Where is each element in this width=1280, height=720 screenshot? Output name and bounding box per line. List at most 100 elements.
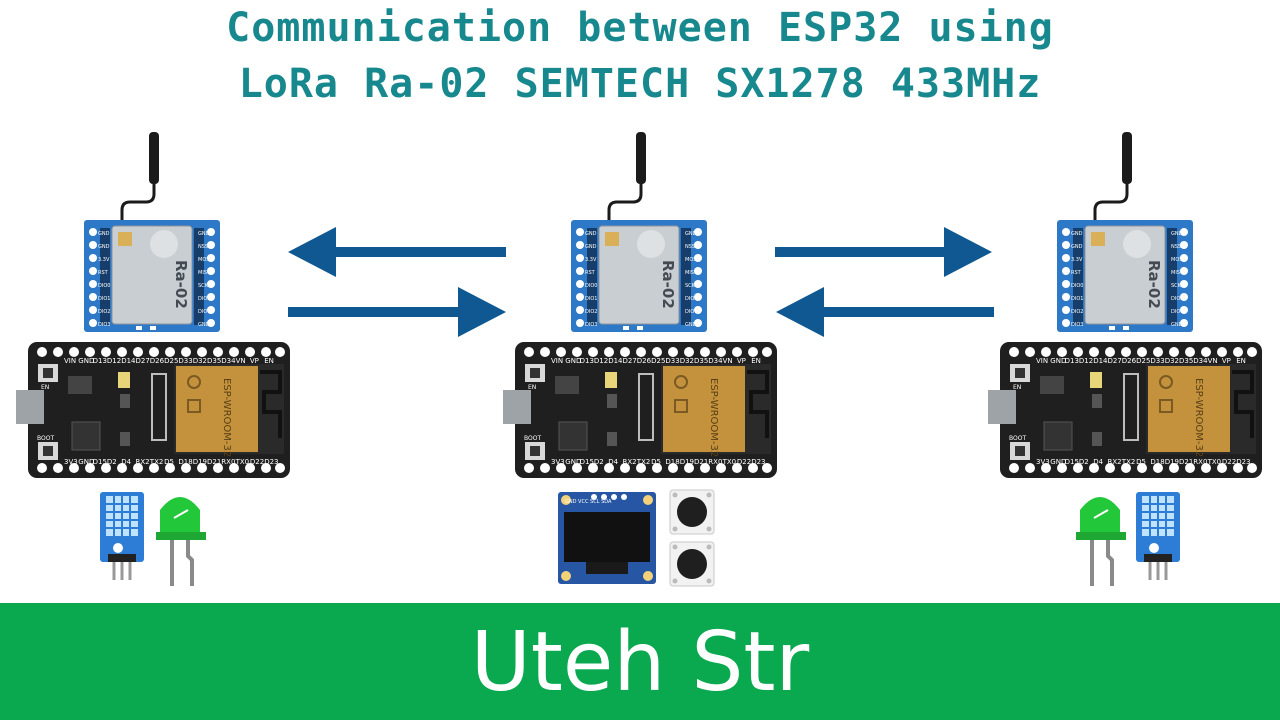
esp32-pin-label: D13 bbox=[93, 357, 107, 365]
esp32-pin-label: VP bbox=[737, 357, 746, 365]
esp32-en-label: EN bbox=[41, 384, 49, 391]
lora-pin-label: RST bbox=[585, 270, 596, 276]
lora-pin-label: NSS bbox=[1171, 244, 1181, 250]
esp32-pin-label: D2 bbox=[1079, 458, 1089, 466]
oled-display bbox=[558, 492, 656, 584]
esp32-pin-label: D26 bbox=[150, 357, 165, 365]
title-line-1: Communication between ESP32 using bbox=[226, 5, 1054, 51]
dht-sensor-left bbox=[98, 490, 146, 582]
lora-pin-label: GND bbox=[198, 322, 210, 328]
esp32-pin-label: D21 bbox=[207, 458, 221, 466]
title-line-2: LoRa Ra-02 SEMTECH SX1278 433MHz bbox=[238, 61, 1042, 107]
esp32-pin-label: D14 bbox=[1093, 357, 1108, 365]
lora-pin-label: GND bbox=[1071, 231, 1083, 237]
esp32-pin-label: D5 bbox=[1136, 458, 1146, 466]
lora-pin-label: NSS bbox=[198, 244, 208, 250]
esp32-pin-label: D13 bbox=[580, 357, 594, 365]
esp32-pin-label: RX0 bbox=[708, 458, 722, 466]
esp32-pin-label: 3V3 bbox=[64, 458, 78, 466]
esp32-pin-label: D35 bbox=[1179, 357, 1193, 365]
lora-pin-label: GND bbox=[98, 231, 110, 237]
esp32-pin-label: TX2 bbox=[149, 458, 164, 466]
esp32-pin-label: D23 bbox=[264, 458, 278, 466]
esp32-pin-label: D33 bbox=[665, 357, 679, 365]
arrow-center-to-right bbox=[775, 227, 992, 277]
esp32-pin-label: GND bbox=[565, 357, 581, 365]
esp32-pin-label: RX0 bbox=[1193, 458, 1207, 466]
esp32-pin-label: D19 bbox=[1165, 458, 1179, 466]
esp32-pin-label: D15 bbox=[1065, 458, 1079, 466]
esp32-pin-label: D25 bbox=[651, 357, 665, 365]
esp32-pin-label: RX2 bbox=[623, 458, 637, 466]
lora-pin-label: RST bbox=[98, 270, 109, 276]
lora-pin-label: DIO3 bbox=[1071, 322, 1083, 328]
esp32-pin-label: D34 bbox=[708, 357, 723, 365]
lora-pin-label: SCK bbox=[685, 283, 696, 289]
esp32-pin-label: D27 bbox=[136, 357, 150, 365]
lora-pin-label: DIO0 bbox=[585, 283, 597, 289]
lora-pin-label: GND bbox=[585, 244, 597, 250]
lora-pin-label: GND bbox=[198, 231, 210, 237]
lora-pin-label: 3.3V bbox=[1071, 257, 1083, 263]
esp32-pin-label: VP bbox=[1222, 357, 1231, 365]
esp32-pin-label: D12 bbox=[107, 357, 121, 365]
esp32-pin-label: D32 bbox=[193, 357, 207, 365]
esp32-boot-label: BOOT bbox=[524, 435, 541, 442]
esp32-en-label: EN bbox=[528, 384, 536, 391]
esp32-pin-label: D34 bbox=[221, 357, 236, 365]
lora-pin-label: MOSI bbox=[198, 257, 211, 263]
lora-pin-label: GND bbox=[685, 322, 697, 328]
esp32-boot-label: BOOT bbox=[37, 435, 54, 442]
esp32-pin-label: D33 bbox=[178, 357, 192, 365]
esp32-pin-label: TX0 bbox=[722, 458, 737, 466]
esp32-pin-label: TX2 bbox=[1121, 458, 1136, 466]
lora-pin-label: DIO2 bbox=[585, 309, 597, 315]
esp32-pin-label: TX2 bbox=[636, 458, 651, 466]
esp32-pin-label: D22 bbox=[250, 458, 264, 466]
esp32-pin-label: GND bbox=[78, 357, 94, 365]
esp32-pin-label: EN bbox=[264, 357, 274, 365]
lora-pin-label: GND bbox=[685, 231, 697, 237]
esp32-pin-label: VN bbox=[236, 357, 246, 365]
esp32-pin-label: D23 bbox=[751, 458, 765, 466]
esp32-pin-label: EN bbox=[1236, 357, 1246, 365]
esp32-pin-label: D18 bbox=[1150, 458, 1164, 466]
esp32-pin-label: GND bbox=[78, 458, 94, 466]
lora-pin-label: DIO5 bbox=[1171, 296, 1183, 302]
push-button-1 bbox=[669, 489, 715, 535]
esp32-pin-label: D22 bbox=[737, 458, 751, 466]
push-button-2 bbox=[669, 541, 715, 587]
lora-pin-label: MISO bbox=[1171, 270, 1184, 276]
lora-pin-label: SCK bbox=[1171, 283, 1182, 289]
esp32-pin-label: VIN bbox=[64, 357, 76, 365]
lora-pin-label: MISO bbox=[685, 270, 698, 276]
lora-pin-label: DIO2 bbox=[1071, 309, 1083, 315]
esp32-pin-label: RX2 bbox=[1108, 458, 1122, 466]
lora-pin-label: DIO3 bbox=[585, 322, 597, 328]
esp32-pin-label: D27 bbox=[623, 357, 637, 365]
esp32-pin-label: D19 bbox=[193, 458, 207, 466]
esp32-pin-label: 3V3 bbox=[1036, 458, 1050, 466]
lora-pin-label: DIO2 bbox=[98, 309, 110, 315]
led-right bbox=[1074, 495, 1128, 588]
footer-banner bbox=[0, 603, 1280, 720]
esp32-pin-label: TX0 bbox=[235, 458, 250, 466]
lora-pin-label: RST bbox=[1071, 270, 1082, 276]
esp32-pin-label: RX2 bbox=[136, 458, 150, 466]
oled-pin-label: GND VCC SCL SDA bbox=[565, 499, 612, 505]
lora-pin-label: DIO4 bbox=[1171, 309, 1183, 315]
esp32-pin-label: D14 bbox=[608, 357, 623, 365]
esp32-pin-label: VP bbox=[250, 357, 259, 365]
esp32-pin-label: D27 bbox=[1108, 357, 1122, 365]
esp32-pin-label: D23 bbox=[1236, 458, 1250, 466]
lora-pin-label: NSS bbox=[685, 244, 695, 250]
esp32-pin-label: D4 bbox=[608, 458, 618, 466]
esp32-pin-label: EN bbox=[751, 357, 761, 365]
lora-pin-label: GND bbox=[585, 231, 597, 237]
esp32-pin-label: D33 bbox=[1150, 357, 1164, 365]
esp32-pin-label: D32 bbox=[1165, 357, 1179, 365]
esp32-pin-label: D21 bbox=[694, 458, 708, 466]
esp32-pin-label: D21 bbox=[1179, 458, 1193, 466]
esp32-pin-label: D5 bbox=[651, 458, 661, 466]
